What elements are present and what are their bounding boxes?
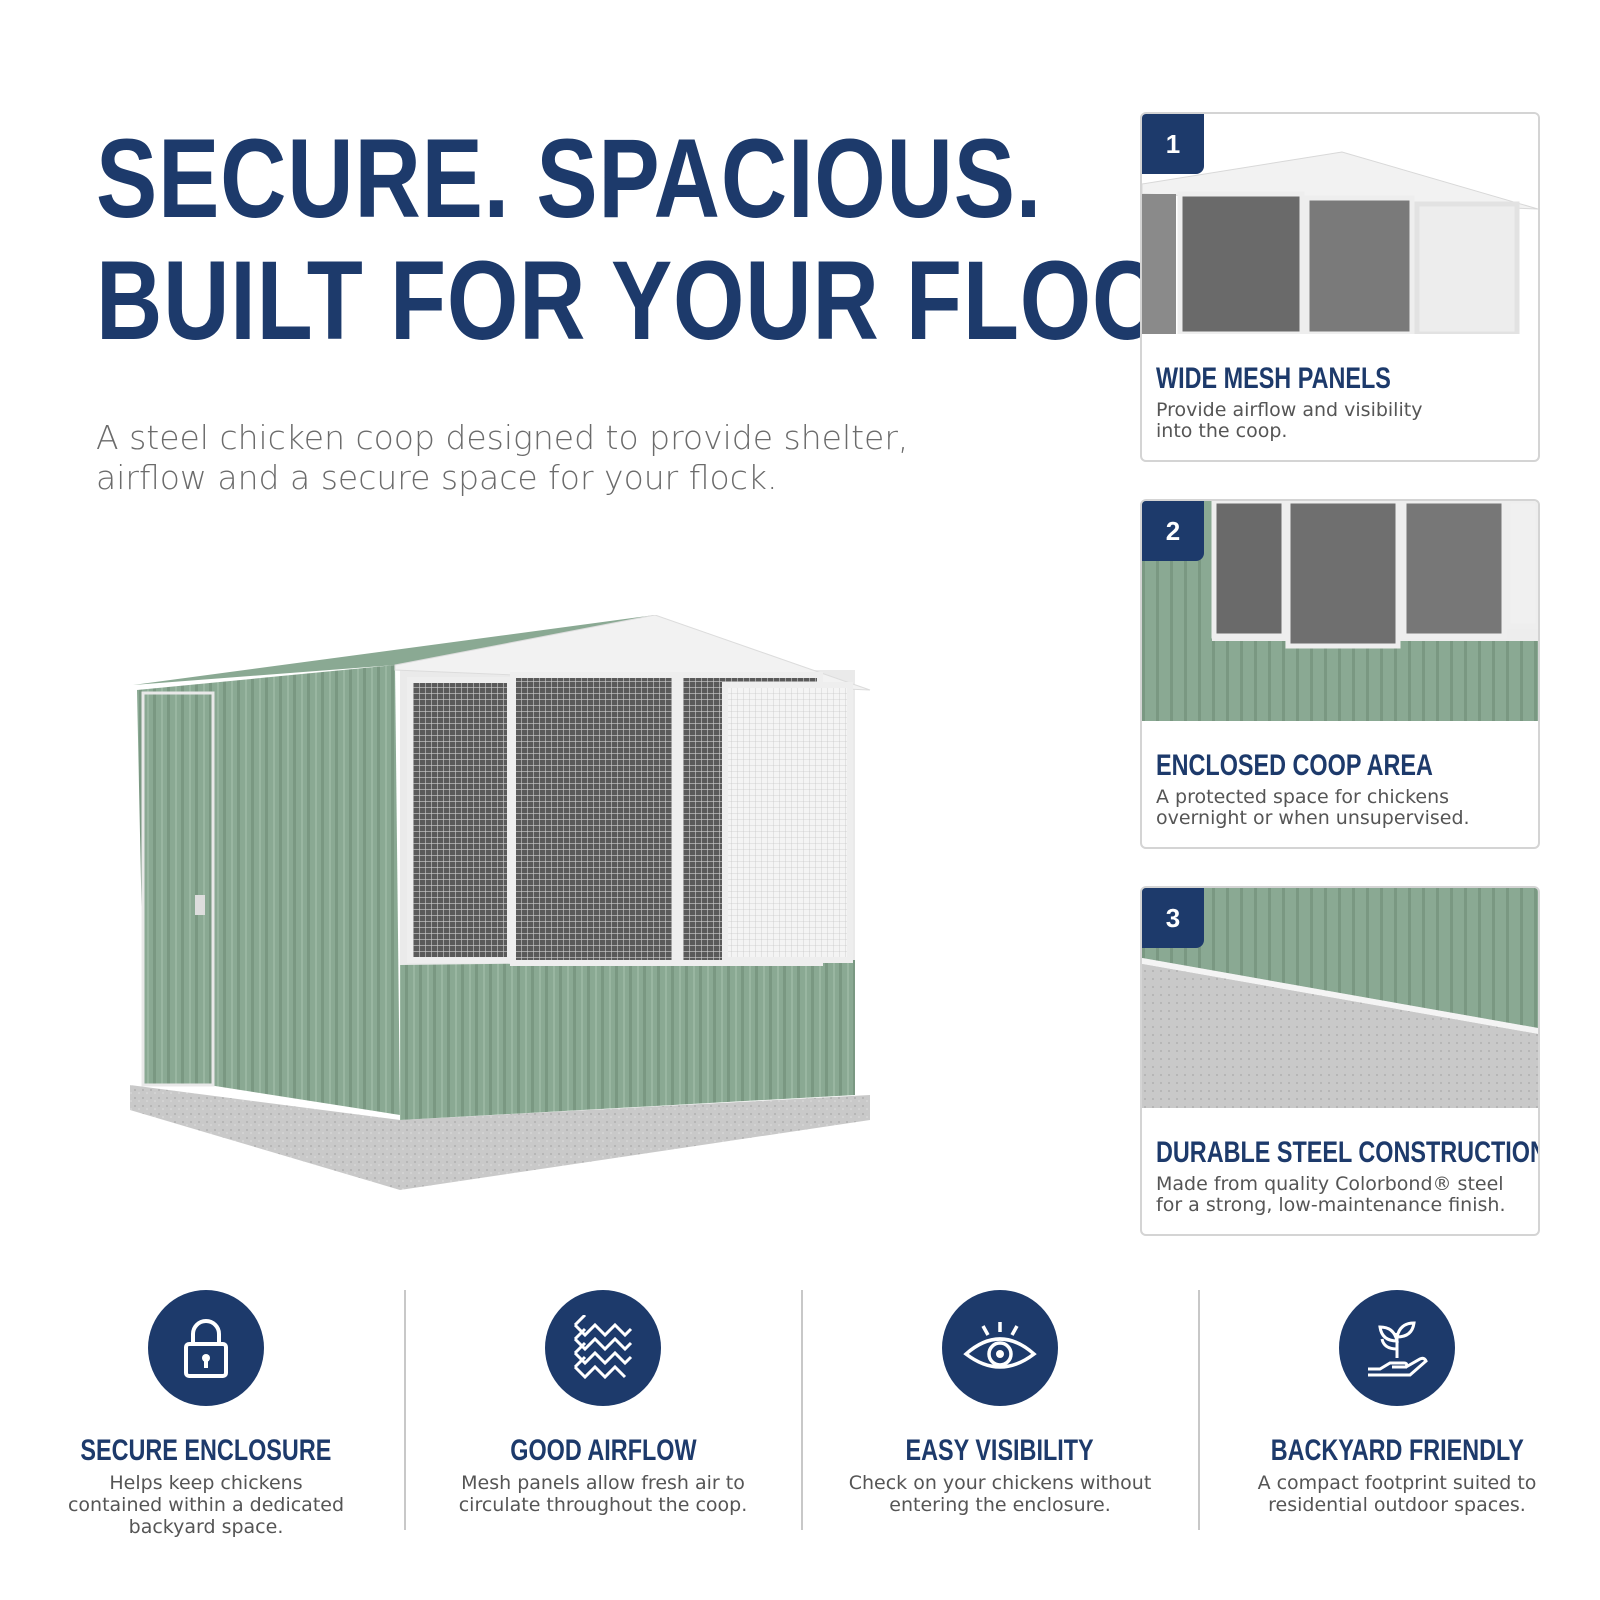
card-description-line-1: A protected space for chickens — [1156, 786, 1450, 808]
feature-description-line-1: Mesh panels allow fresh air to — [461, 1472, 745, 1494]
card-title: ENCLOSED COOP AREA — [1156, 749, 1433, 782]
card-description-line-1: Provide airflow and visibility — [1156, 399, 1423, 421]
feature-description: Mesh panels allow fresh air to circulate… — [433, 1472, 773, 1516]
card-description: Provide airflow and visibility into the … — [1156, 400, 1526, 442]
card-description-line-2: for a strong, low-maintenance finish. — [1156, 1194, 1506, 1216]
headline-line-2: BUILT FOR YOUR FLOCK. — [96, 238, 1253, 363]
subtitle-line-1: A steel chicken coop designed to provide… — [96, 418, 909, 457]
features-row: SECURE ENCLOSURE Helps keep chickens con… — [0, 1290, 1600, 1550]
mesh-icon — [545, 1290, 661, 1406]
feature-description-line-3: backyard space. — [128, 1516, 284, 1538]
feature-divider — [1198, 1290, 1200, 1530]
feature-title: BACKYARD FRIENDLY — [1270, 1434, 1524, 1467]
feature-description-line-1: Helps keep chickens — [109, 1472, 303, 1494]
feature-divider — [801, 1290, 803, 1530]
padlock-icon — [148, 1290, 264, 1406]
subtitle-line-2: airflow and a secure space for your floc… — [96, 458, 778, 497]
feature-card-3: 3 DURABLE STEEL CONSTRUCTION Made from q… — [1140, 886, 1540, 1236]
steel-construction-photo — [1142, 888, 1538, 1108]
feature-backyard-friendly: BACKYARD FRIENDLY A compact footprint su… — [1227, 1290, 1567, 1516]
feature-description-line-1: A compact footprint suited to — [1257, 1472, 1537, 1494]
chicken-coop-image — [130, 615, 871, 1190]
feature-secure-enclosure: SECURE ENCLOSURE Helps keep chickens con… — [36, 1290, 376, 1538]
feature-description: Check on your chickens without entering … — [830, 1472, 1170, 1516]
feature-description: A compact footprint suited to residentia… — [1227, 1472, 1567, 1516]
feature-title: GOOD AIRFLOW — [509, 1434, 697, 1467]
card-description: A protected space for chickens overnight… — [1156, 787, 1526, 829]
card-title: DURABLE STEEL CONSTRUCTION — [1156, 1136, 1540, 1169]
eye-icon — [942, 1290, 1058, 1406]
feature-divider — [404, 1290, 406, 1530]
card-number-badge: 1 — [1142, 114, 1204, 174]
card-description: Made from quality Colorbond® steel for a… — [1156, 1174, 1526, 1216]
page-subtitle: A steel chicken coop designed to provide… — [96, 418, 1056, 498]
card-description-line-2: into the coop. — [1156, 420, 1288, 442]
page-headline: SECURE. SPACIOUS. BUILT FOR YOUR FLOCK. — [96, 116, 1253, 363]
feature-good-airflow: GOOD AIRFLOW Mesh panels allow fresh air… — [433, 1290, 773, 1516]
feature-description-line-2: entering the enclosure. — [889, 1494, 1111, 1516]
feature-description-line-1: Check on your chickens without — [848, 1472, 1152, 1494]
feature-easy-visibility: EASY VISIBILITY Check on your chickens w… — [830, 1290, 1170, 1516]
headline-line-1: SECURE. SPACIOUS. — [96, 116, 1043, 241]
feature-title: EASY VISIBILITY — [905, 1434, 1095, 1467]
feature-card-2: 2 ENCLOSED COOP AREA A protected space f… — [1140, 499, 1540, 849]
card-title: WIDE MESH PANELS — [1156, 362, 1391, 395]
feature-title: SECURE ENCLOSURE — [80, 1434, 332, 1467]
feature-card-1: 1 WIDE MESH PANELS Provide airflow and v… — [1140, 112, 1540, 462]
card-number-badge: 2 — [1142, 501, 1204, 561]
plant-in-hand-icon — [1339, 1290, 1455, 1406]
feature-description-line-2: residential outdoor spaces. — [1268, 1494, 1526, 1516]
enclosed-coop-photo — [1142, 501, 1538, 721]
card-number-badge: 3 — [1142, 888, 1204, 948]
card-description-line-1: Made from quality Colorbond® steel — [1156, 1173, 1504, 1195]
feature-description: Helps keep chickens contained within a d… — [36, 1472, 376, 1538]
mesh-panels-photo — [1142, 114, 1538, 334]
feature-description-line-2: circulate throughout the coop. — [458, 1494, 748, 1516]
card-description-line-2: overnight or when unsupervised. — [1156, 807, 1470, 829]
feature-description-line-2: contained within a dedicated — [67, 1494, 345, 1516]
